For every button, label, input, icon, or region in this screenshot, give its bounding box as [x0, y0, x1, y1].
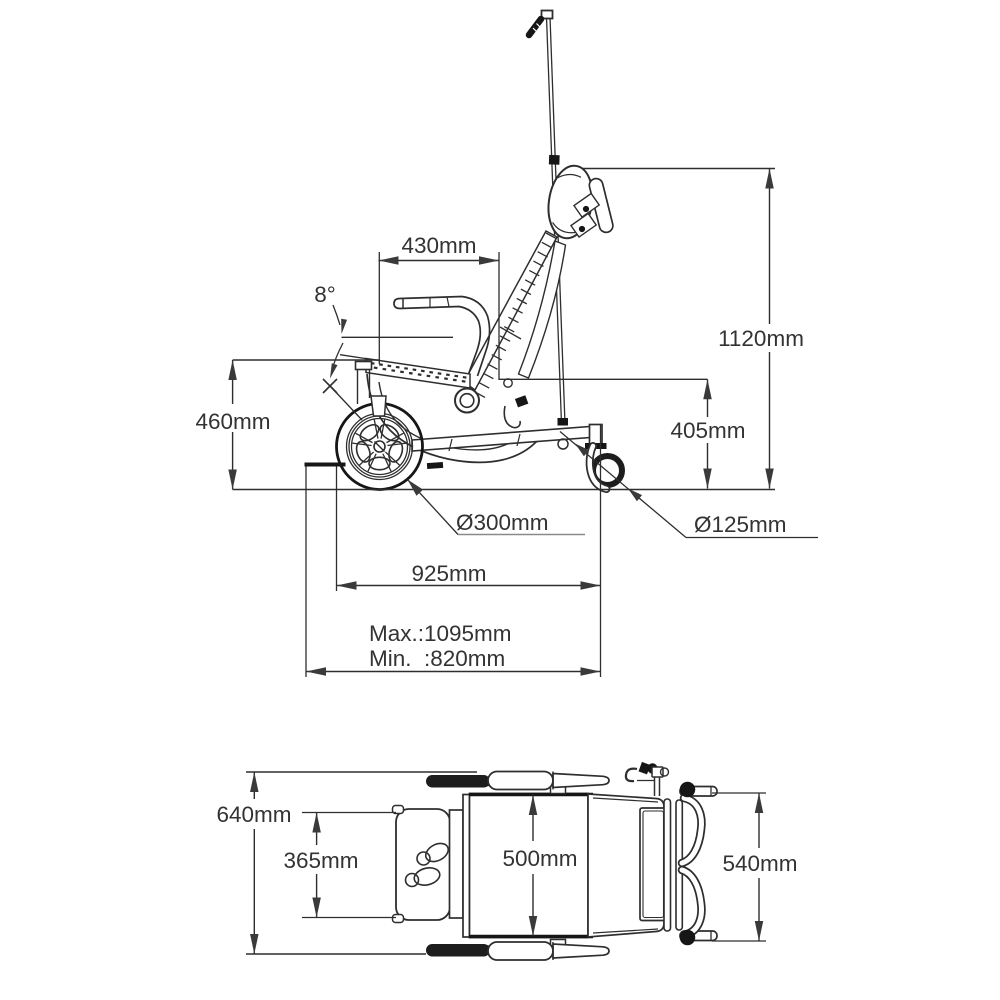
svg-text:365mm: 365mm	[283, 848, 358, 873]
svg-text:8°: 8°	[314, 282, 336, 307]
svg-text:430mm: 430mm	[401, 233, 476, 258]
svg-text:640mm: 640mm	[216, 802, 291, 827]
svg-text:Min. :820mm: Min. :820mm	[369, 646, 505, 671]
svg-text:500mm: 500mm	[502, 846, 577, 871]
svg-text:460mm: 460mm	[195, 409, 270, 434]
svg-text:1120mm: 1120mm	[718, 326, 804, 351]
svg-text:540mm: 540mm	[722, 851, 797, 876]
svg-text:Ø125mm: Ø125mm	[694, 512, 787, 537]
svg-text:Max.:1095mm: Max.:1095mm	[369, 621, 512, 646]
svg-text:405mm: 405mm	[670, 418, 745, 443]
svg-text:925mm: 925mm	[411, 561, 486, 586]
svg-text:Ø300mm: Ø300mm	[456, 510, 549, 535]
